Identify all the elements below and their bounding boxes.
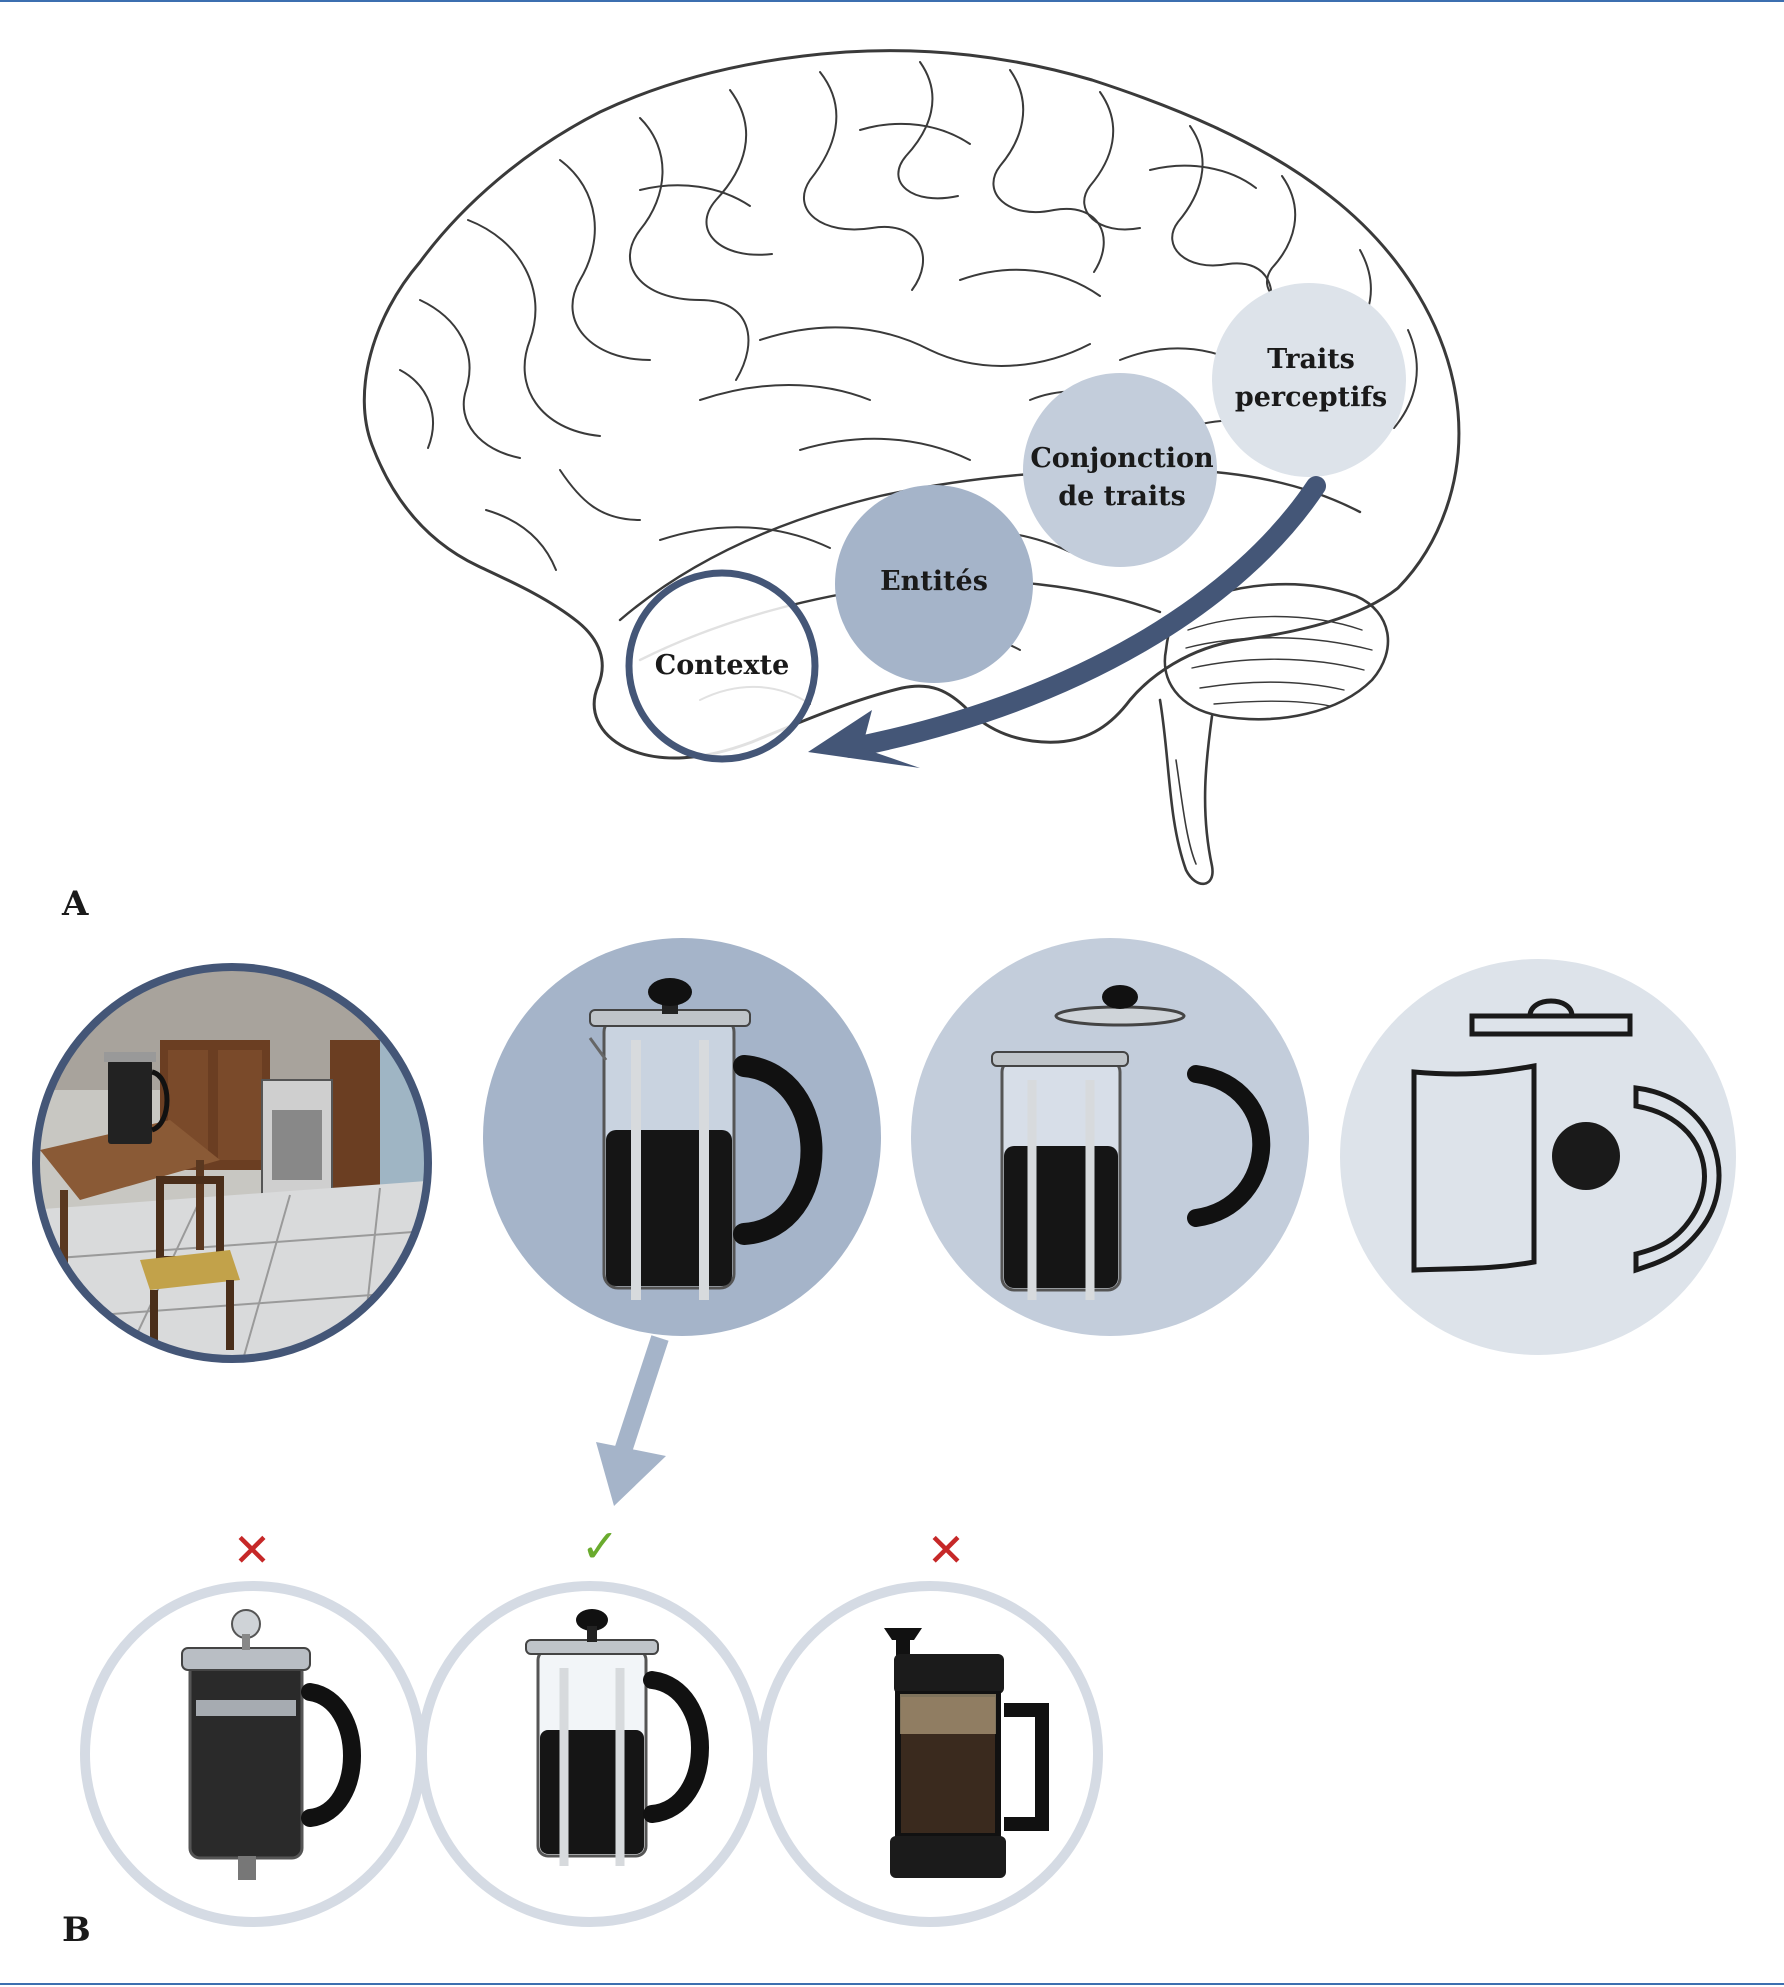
stage-contexte-circle [625,569,819,763]
traits-dot [1552,1122,1620,1190]
entity-french-press [588,978,823,1300]
conjunction-parts [991,985,1271,1300]
processing-stages [625,283,1406,763]
selection-arrowhead [596,1442,666,1506]
kitchen-scene [32,963,432,1363]
choice-1-press [181,1609,361,1880]
choice-3-press [884,1628,1049,1878]
stage-conjonction-label: Conjonction de traits [1030,443,1214,512]
choice-2-correct-mark: ✓ [580,1519,620,1573]
top-rule [0,0,1784,2]
stage-conjonction-circle [1023,373,1217,567]
stage-contexte-label: Contexte [654,650,790,681]
brain-illustration [362,49,1461,886]
panel-label-b: B [62,1910,91,1950]
traits-line-drawing [1411,998,1722,1274]
bottom-rule [0,1983,1784,1985]
choice-3-incorrect-mark: ✕ [926,1523,966,1577]
stage-entites-label: Entités [880,566,988,597]
choice-2-press [525,1609,709,1866]
processing-arrow [840,476,1326,758]
panel-label-a: A [62,884,89,924]
stage-traits-circle [1212,283,1406,477]
choice-1-incorrect-mark: ✕ [232,1523,272,1577]
stage-traits-label: Traits perceptifs [1234,344,1388,413]
selection-arrow [611,1335,669,1463]
processing-arrowhead [808,710,920,768]
choice-ring-3 [757,1581,1103,1927]
stage-entites-circle [835,485,1033,683]
